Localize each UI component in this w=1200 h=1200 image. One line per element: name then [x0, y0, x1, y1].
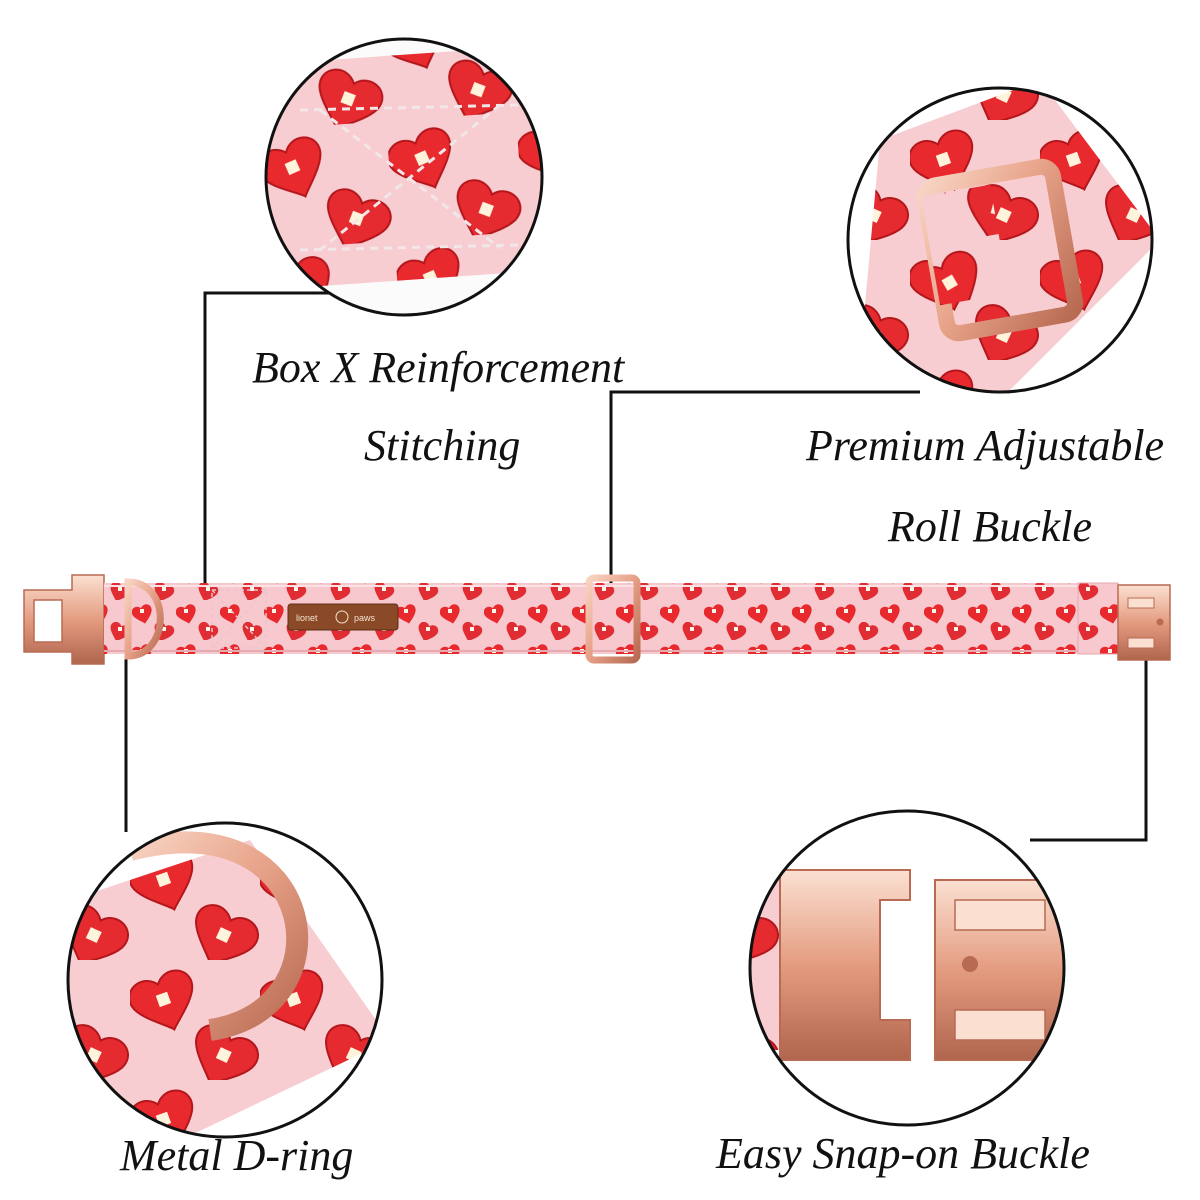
brand-tag-word1: lionet	[296, 613, 318, 623]
brand-tag-word2: paws	[354, 613, 376, 623]
zoom-roll-buckle	[846, 86, 1154, 394]
left-buckle	[23, 574, 105, 665]
caption-box-x-line2: Stitching	[364, 421, 521, 470]
caption-box-x-line1: Box X Reinforcement	[252, 343, 625, 392]
collar: lionet paws	[23, 574, 1171, 665]
connector-roll-buckle	[609, 390, 920, 590]
collar-webbing	[104, 583, 1104, 654]
zoom-snap-buckle	[748, 809, 1066, 1127]
keeper	[1077, 582, 1119, 655]
box-x-stitch	[211, 589, 267, 649]
caption-d-ring: Metal D-ring	[120, 1131, 354, 1180]
zoom-box-x-stitching	[264, 37, 544, 317]
connector-snap-buckle	[1030, 660, 1148, 842]
connector-lines	[124, 291, 1148, 842]
d-ring	[124, 578, 164, 660]
caption-snap-buckle: Easy Snap-on Buckle	[716, 1129, 1090, 1178]
zoom-d-ring	[66, 821, 384, 1139]
brand-tag: lionet paws	[287, 603, 399, 631]
caption-roll-buckle-line2: Roll Buckle	[888, 502, 1093, 551]
caption-roll-buckle-line1: Premium Adjustable	[806, 421, 1165, 470]
connector-box-x	[203, 291, 334, 588]
